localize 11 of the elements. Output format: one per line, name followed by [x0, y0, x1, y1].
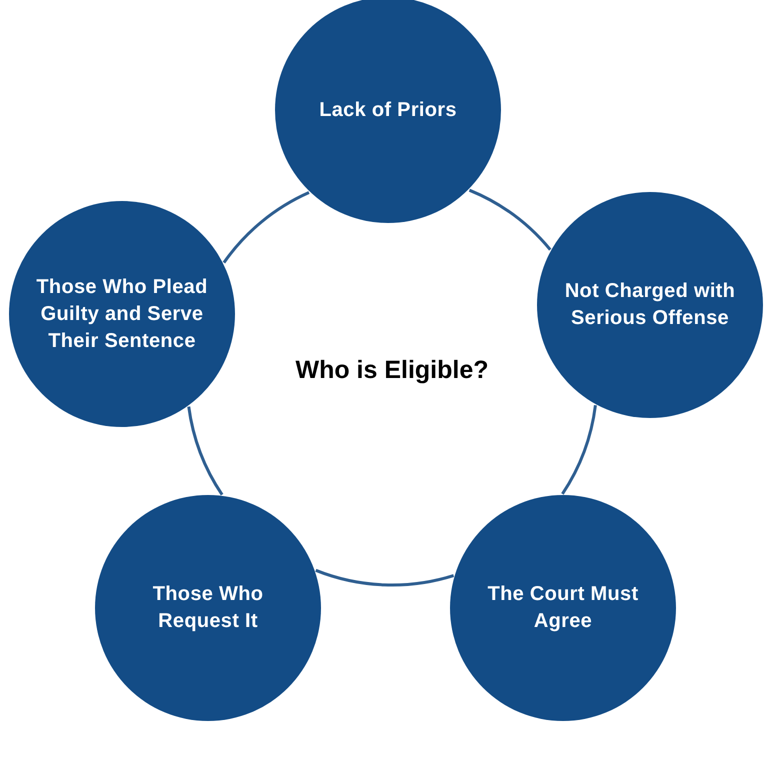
ring-arc-connector	[315, 568, 454, 586]
criterion-label: Not Charged with Serious Offense	[564, 279, 736, 331]
criterion-label: Those Who Plead Guilty and Serve Their Sentence	[35, 274, 209, 354]
ring-arc-connector	[222, 191, 310, 264]
diagram-title: Who is Eligible?	[294, 356, 490, 385]
criterion-label: The Court Must Agree	[486, 582, 640, 634]
ring-arc-connector	[187, 406, 224, 496]
ring-arc-connector	[561, 404, 597, 495]
ring-arc-connector	[468, 188, 552, 251]
criterion-label: Lack of Priors	[319, 98, 457, 122]
criterion-label: Those Who Request It	[152, 582, 264, 634]
